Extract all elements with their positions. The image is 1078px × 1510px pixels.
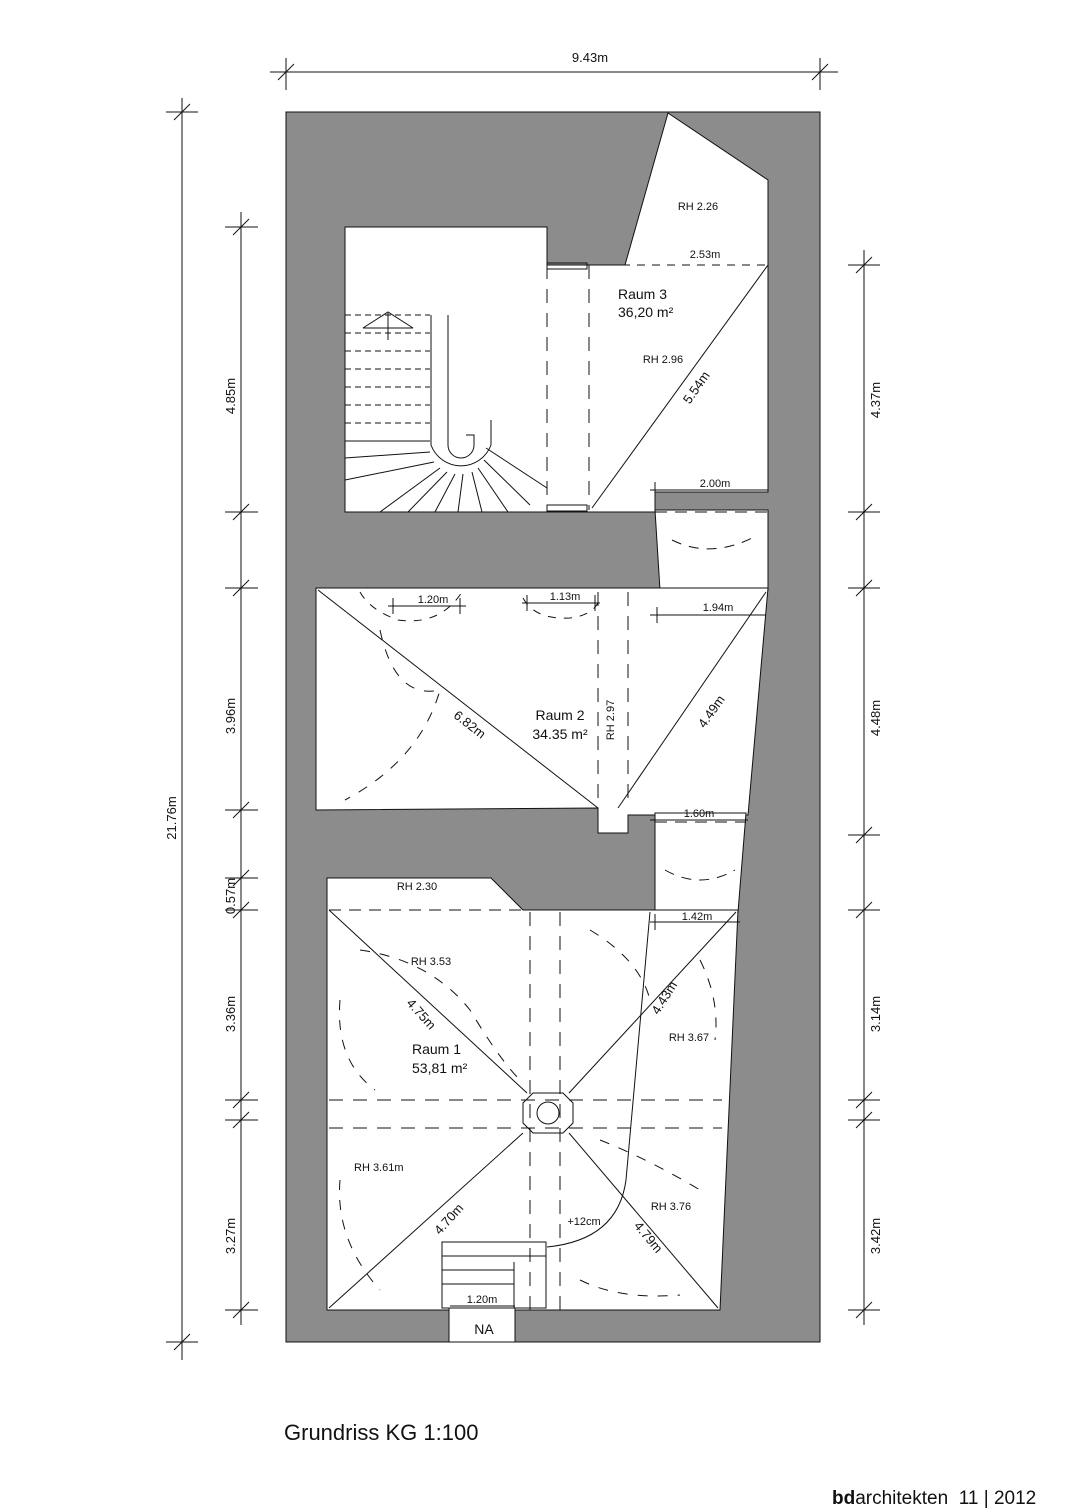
raum1-rh-ne: RH 3.67 — [669, 1032, 709, 1044]
brand-bold: bd — [832, 1488, 856, 1509]
dim-right-3: 3.14m — [868, 996, 883, 1032]
dim-right-4: 3.42m — [868, 1218, 883, 1254]
dim-right-2: 4.48m — [868, 700, 883, 736]
raum3-rh-top: RH 2.26 — [678, 201, 718, 213]
raum1-rh-nw: RH 3.53 — [411, 956, 451, 968]
passage-lower — [654, 812, 747, 913]
raum1-rh-sw: RH 3.61m — [354, 1162, 404, 1174]
raum1-area: 53,81 m² — [412, 1060, 468, 1076]
brand-rest: architekten — [855, 1488, 949, 1509]
raum1-rh-top: RH 2.30 — [397, 881, 437, 893]
dim-left-5: 3.27m — [223, 1218, 238, 1254]
raum1-stair-width: 1.20m — [467, 1294, 498, 1306]
passage-upper — [654, 509, 769, 591]
dim-overall-height: 21.76m — [164, 796, 179, 839]
raum3-d-width: 2.53m — [690, 249, 721, 261]
dimension-lines — [166, 58, 880, 1360]
raum1-d-top: 1.42m — [682, 911, 713, 923]
dim-left-4: 3.36m — [223, 996, 238, 1032]
dimension-labels: 9.43m 21.76m 4.85m 3.96m 0.57m 3.36m 3.2… — [164, 50, 883, 1254]
dim-left-3: 0.57m — [223, 878, 238, 914]
footer-date: 11 | 2012 — [958, 1488, 1037, 1509]
dim-left-1: 4.85m — [223, 378, 238, 414]
dim-right-1: 4.37m — [868, 382, 883, 418]
drawing-title: Grundriss KG 1:100 — [284, 1420, 479, 1445]
raum2-rh: RH 2.97 — [605, 700, 617, 740]
raum3-lines — [546, 262, 769, 550]
raum1-name: Raum 1 — [412, 1041, 461, 1057]
raum1-level: +12cm — [567, 1216, 600, 1228]
raum2-name: Raum 2 — [535, 707, 584, 723]
raum2-vault2: 1.13m — [550, 591, 581, 603]
raum3-area: 36,20 m² — [618, 304, 674, 320]
raum2-vault1: 1.20m — [418, 594, 449, 606]
raum2-d-right: 1.94m — [703, 602, 734, 614]
raum3-name: Raum 3 — [618, 286, 667, 302]
raum2-passage: 1.60m — [684, 808, 715, 820]
raum3-passage: 2.00m — [700, 478, 731, 490]
staircase — [344, 311, 548, 513]
dim-overall-width: 9.43m — [572, 50, 608, 65]
raum2-area: 34.35 m² — [532, 726, 588, 742]
entrance-na — [448, 1307, 516, 1343]
dim-left-2: 3.96m — [223, 698, 238, 734]
entrance-label: NA — [474, 1321, 494, 1337]
raum2-lines — [317, 587, 768, 881]
raum1-rh-se: RH 3.76 — [651, 1201, 691, 1213]
room-raum2 — [315, 587, 769, 834]
raum1-lines — [328, 909, 737, 1310]
footer-credit: bdarchitekten 11 | 2012 — [832, 1488, 1036, 1510]
room-raum3 — [344, 112, 769, 513]
raum3-rh: RH 2.96 — [643, 354, 683, 366]
